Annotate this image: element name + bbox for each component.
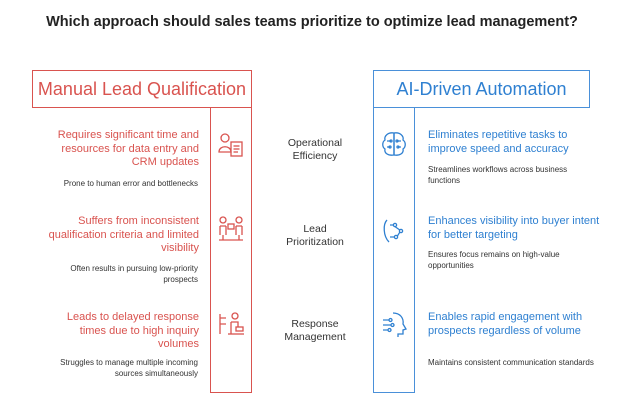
ai-network-icon xyxy=(383,219,404,243)
right-row-1-main: Eliminates repetitive tasks to improve s… xyxy=(428,129,569,155)
criterion-3-line1: Response xyxy=(291,318,339,330)
left-row-1-main: Requires significant time and resources … xyxy=(57,129,199,168)
brain-icon xyxy=(382,132,406,156)
right-row-2-sub: Ensures focus remains on high-value oppo… xyxy=(428,250,560,270)
person-with-document-icon xyxy=(218,133,243,157)
person-at-desk-icon xyxy=(219,312,244,335)
criterion-3-label: Response Management xyxy=(270,318,360,344)
right-row-1-sub: Streamlines workflows across business fu… xyxy=(428,165,568,185)
left-row-3-main: Leads to delayed response times due to h… xyxy=(66,311,199,350)
left-row-3-sub: Struggles to manage multiple incoming so… xyxy=(60,358,198,378)
left-row-2-sub: Often results in pursuing low-priority p… xyxy=(70,264,198,284)
criterion-1-line1: Operational xyxy=(287,137,343,149)
criterion-2-label: Lead Prioritization xyxy=(270,223,360,249)
left-row-2-main: Suffers from inconsistent qualification … xyxy=(48,215,199,254)
right-column-header: AI-Driven Automation xyxy=(373,70,590,108)
page-title: Which approach should sales teams priori… xyxy=(46,14,578,30)
right-row-2-main: Enhances visibility into buyer intent fo… xyxy=(428,215,600,241)
left-column-header: Manual Lead Qualification xyxy=(32,70,252,108)
right-row-3-sub: Maintains consistent communication stand… xyxy=(428,358,594,367)
criterion-1-label: Operational Efficiency xyxy=(270,137,360,163)
criterion-1-line2: Efficiency xyxy=(292,150,338,162)
criterion-2-line2: Prioritization xyxy=(286,236,344,248)
right-row-3-main: Enables rapid engagement with prospects … xyxy=(428,311,583,337)
criterion-2-line1: Lead xyxy=(303,223,327,235)
left-column-frame xyxy=(210,108,252,393)
right-column-frame xyxy=(373,108,415,393)
left-row-1-sub: Prone to human error and bottlenecks xyxy=(63,179,198,188)
two-people-discussing-icon xyxy=(219,216,243,241)
ai-head-icon xyxy=(383,312,407,337)
criterion-3-line2: Management xyxy=(284,331,346,343)
